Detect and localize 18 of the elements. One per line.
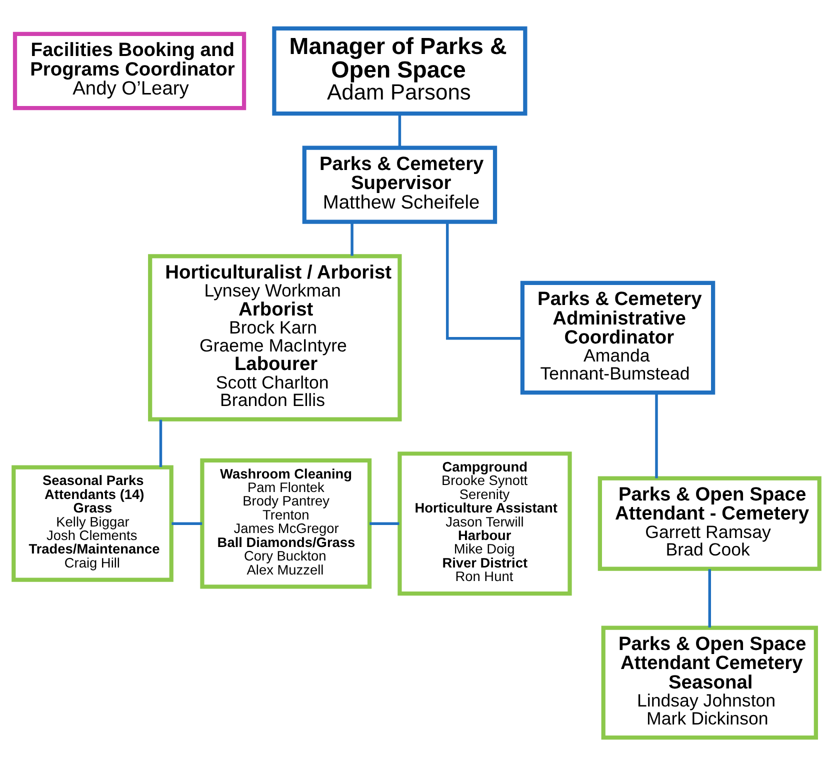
connector xyxy=(655,392,658,478)
node-box: Campground Brooke Synott Serenity Horticulture Assistant Jason Terwill Harbour Mike Doig River District Ron Hunt xyxy=(398,451,572,596)
connector xyxy=(446,222,522,340)
node-box: Facilities Booking and Programs Coordinator Andy O’Leary xyxy=(12,31,246,110)
connector xyxy=(708,568,712,627)
node-box: Parks & Open Space Attendant Cemetery Seasonal Lindsay Johnston Mark Dickinson xyxy=(601,625,818,740)
connector xyxy=(350,222,354,256)
node-box: Seasonal Parks Attendants (14) Grass Kelly Biggar Josh Clements Trades/Maintenance Craig Hill xyxy=(12,464,174,582)
connector xyxy=(398,114,402,148)
node-box: Parks & Cemetery Supervisor Matthew Scheifele xyxy=(302,145,498,224)
node-box: Parks & Open Space Attendant - Cemetery Garrett Ramsay Brad Cook xyxy=(598,476,822,570)
node-box: Washroom Cleaning Pam Flontek Brody Pantrey Trenton James McGregor Ball Diamonds/Grass Cory Buckton Alex Muzzell xyxy=(200,458,372,588)
node-box: Manager of Parks & Open Space Adam Parsons xyxy=(272,26,528,116)
connector xyxy=(370,522,400,524)
node-box: Parks & Cemetery Administrative Coordinator Amanda Tennant-Bumstead xyxy=(520,280,716,394)
node-box: Horticulturalist / Arborist Lynsey Workman Arborist Brock Karn Graeme MacIntyre Labourer Scott Charlton Brandon Ellis xyxy=(148,254,402,421)
connector xyxy=(172,522,202,524)
connector xyxy=(159,419,162,467)
